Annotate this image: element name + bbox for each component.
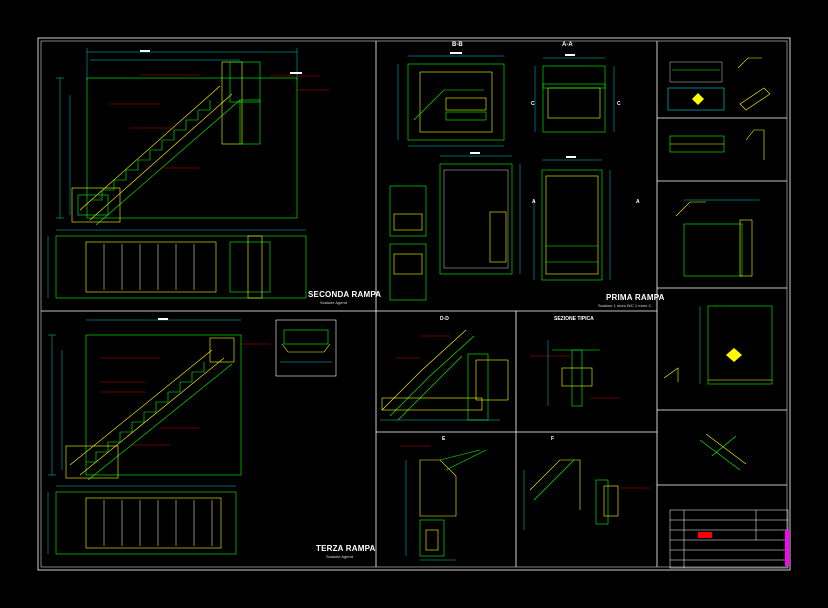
- right-details-fills: [692, 93, 742, 362]
- title-block: [669, 509, 789, 569]
- right-details: [663, 57, 773, 471]
- detail-f-title: F: [551, 436, 555, 442]
- sezione-tipica-title: SEZIONE TIPICA: [554, 316, 594, 322]
- section-aa-title: A-A: [562, 42, 573, 48]
- section-mark-c-left: C: [531, 101, 535, 107]
- detail-f: [523, 459, 650, 530]
- seconda-rampa-plan: [47, 229, 307, 299]
- terza-rampa-detail-box: [275, 319, 337, 377]
- sezione-tipica: [530, 340, 620, 407]
- detail-e: [400, 445, 487, 561]
- prima-rampa-subtitle: Scalone 1 muro B/C 1 muro C: [598, 303, 652, 308]
- annotation-marks: [140, 50, 576, 320]
- section-mark-a-left: A: [532, 199, 536, 205]
- section-mark-a-right: A: [636, 199, 640, 205]
- section-mark-c-right: C: [617, 101, 621, 107]
- drawing-frame: [37, 37, 791, 571]
- section-bb: [397, 55, 505, 147]
- prima-rampa-views: [389, 155, 611, 301]
- prima-rampa-title: PRIMA RAMPA: [606, 293, 665, 302]
- section-bb-title: B-B: [452, 42, 463, 48]
- section-aa: [534, 57, 615, 133]
- seconda-rampa-title: SECONDA RAMPA: [308, 290, 382, 299]
- seconda-rampa-elevation: [56, 48, 330, 226]
- seconda-rampa-subtitle: Scalone Agend: [320, 300, 347, 305]
- terza-rampa-plan: [47, 485, 237, 555]
- detail-e-title: E: [442, 436, 446, 442]
- detail-dd-title: D-D: [440, 316, 449, 322]
- terza-rampa-elevation: [48, 319, 270, 481]
- detail-dd: [380, 329, 509, 421]
- terza-rampa-subtitle: Scalone Agend: [326, 554, 353, 559]
- terza-rampa-title: TERZA RAMPA: [316, 544, 376, 553]
